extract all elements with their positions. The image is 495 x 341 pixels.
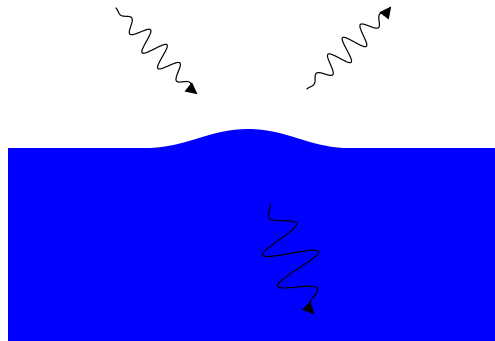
blue-medium	[8, 129, 495, 341]
